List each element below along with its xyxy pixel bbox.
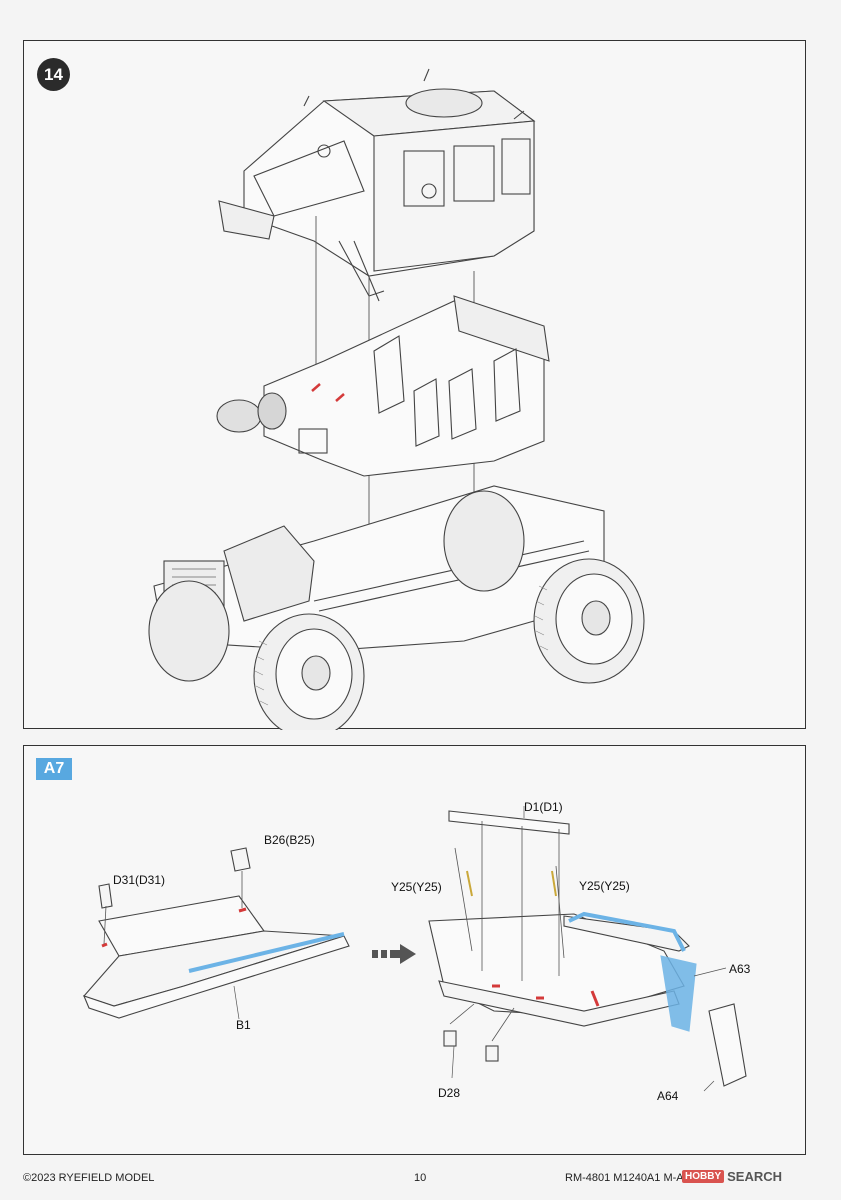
chassis-drawing bbox=[148, 485, 645, 730]
right-guide-lines bbox=[449, 821, 565, 1042]
part-label-y25-left: Y25(Y25) bbox=[391, 880, 442, 894]
part-label-d1: D1(D1) bbox=[524, 800, 563, 814]
transition-arrow bbox=[372, 944, 416, 964]
footer-product-code: RM-4801 M1240A1 M-ATV bbox=[565, 1172, 697, 1184]
step-14-drawing bbox=[148, 68, 645, 730]
watermark-logo: HOBBY SEARCH bbox=[682, 1169, 782, 1184]
wheel-front-left bbox=[253, 613, 365, 730]
glue-marks bbox=[311, 383, 345, 402]
footer-page-number: 10 bbox=[414, 1172, 427, 1184]
wheel-rear-right bbox=[533, 558, 645, 684]
wheel-rear-left bbox=[443, 490, 525, 592]
part-label-y25-right: Y25(Y25) bbox=[579, 879, 630, 893]
cab-body-drawing bbox=[218, 68, 536, 302]
wheel-front-right bbox=[148, 580, 230, 682]
right-floor-assembly bbox=[428, 810, 747, 1087]
part-label-b26: B26(B25) bbox=[264, 833, 315, 847]
footer-copyright: ©2023 RYEFIELD MODEL bbox=[23, 1172, 155, 1184]
step-number-badge: 14 bbox=[37, 58, 70, 91]
part-label-a64: A64 bbox=[657, 1089, 679, 1103]
step-14-panel: 14 bbox=[23, 40, 806, 730]
substep-a7-drawing bbox=[83, 806, 747, 1092]
left-floor-assembly bbox=[83, 847, 350, 1019]
interior-hull-drawing bbox=[216, 295, 550, 477]
part-label-a63: A63 bbox=[729, 962, 751, 976]
watermark-box: HOBBY bbox=[682, 1170, 725, 1183]
part-label-d31: D31(D31) bbox=[113, 873, 166, 887]
part-label-b1: B1 bbox=[236, 1018, 251, 1032]
substep-badge: A7 bbox=[36, 758, 72, 780]
watermark-text: SEARCH bbox=[727, 1169, 783, 1184]
part-label-d28: D28 bbox=[438, 1086, 461, 1100]
substep-a7-panel: A7 bbox=[23, 745, 806, 1155]
